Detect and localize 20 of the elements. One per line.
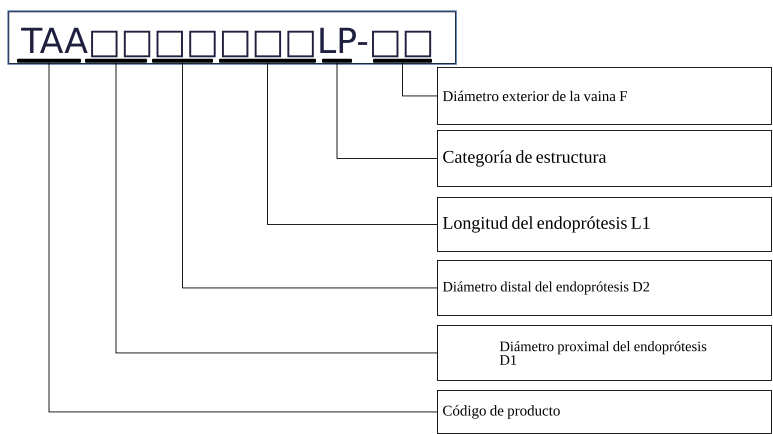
label-box: Diámetro exterior de la vaina F: [437, 67, 772, 125]
underline-bar: [85, 58, 147, 63]
leader-line: [267, 62, 438, 225]
label-box: Código de producto: [437, 390, 772, 434]
label-box: Diámetro proximal del endoprótesis D1: [437, 324, 772, 381]
product-code: TAA□□□□□□□LP-□□: [21, 28, 432, 58]
underline-bar: [373, 58, 432, 63]
label-box: Categoría de estructura: [437, 130, 772, 187]
underline-bar: [152, 58, 213, 63]
underline-bar: [219, 58, 316, 63]
leader-line: [402, 62, 438, 96]
code-box: [8, 11, 456, 64]
leader-line: [116, 62, 438, 354]
label-box: Longitud del endoprótesis L1: [437, 197, 772, 252]
underline-bar: [322, 58, 352, 63]
leader-line: [182, 62, 438, 288]
leader-line: [48, 62, 438, 412]
underline-bar: [17, 58, 81, 63]
label-box: Diámetro distal del endoprótesis D2: [437, 260, 772, 316]
leader-line: [336, 62, 438, 159]
